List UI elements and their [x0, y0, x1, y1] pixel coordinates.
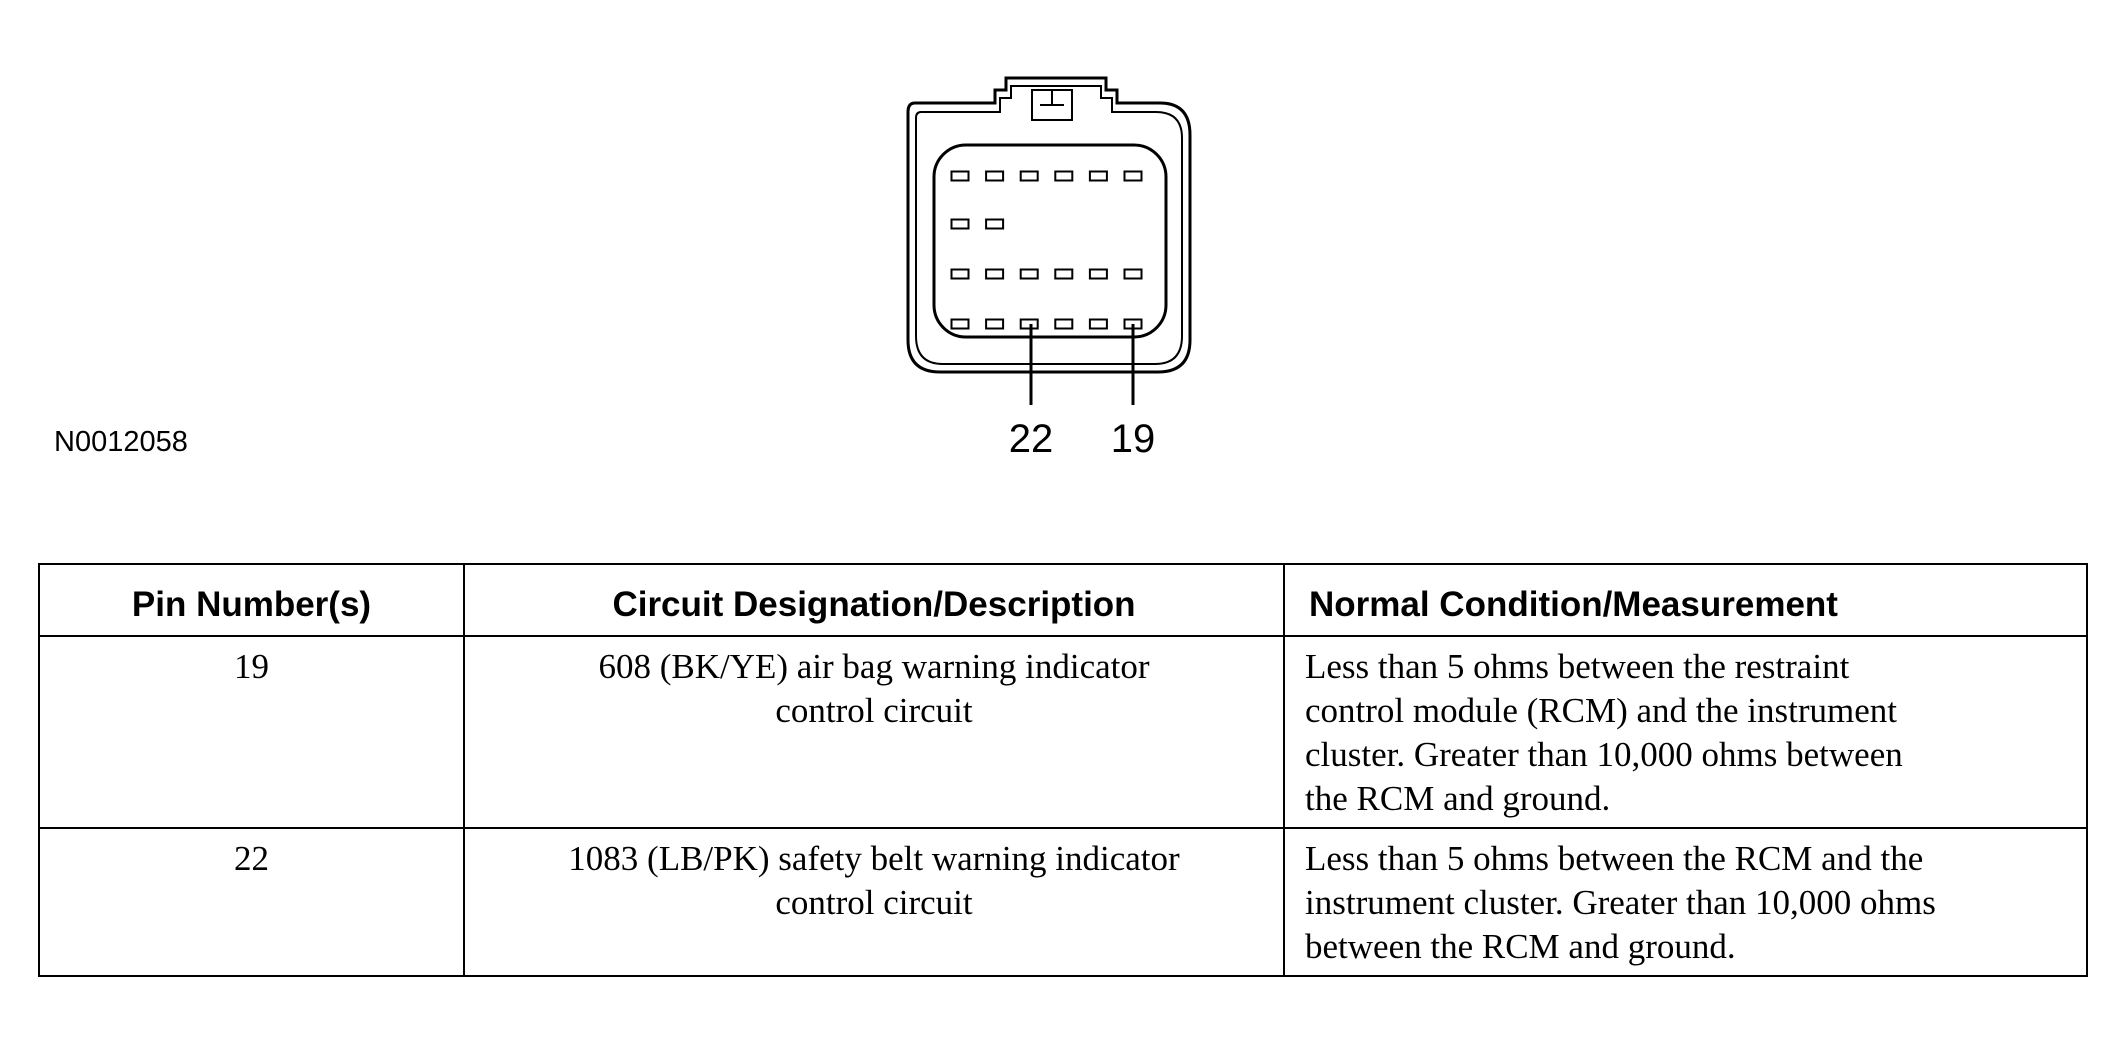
cell-description: 608 (BK/YE) air bag warning indicator co…	[463, 635, 1285, 829]
terminal-cavity	[1019, 318, 1039, 330]
table-row: 19 608 (BK/YE) air bag warning indicator…	[38, 635, 2088, 829]
cell-condition: Less than 5 ohms between the RCM and the…	[1283, 827, 2088, 977]
terminal-cavity	[985, 170, 1005, 182]
terminal-cavity	[985, 268, 1005, 280]
terminal-cavity	[950, 170, 970, 182]
terminal-cavity	[1019, 268, 1039, 280]
terminal-cavity	[1054, 318, 1074, 330]
figure-id: N0012058	[54, 426, 188, 458]
terminal-cavity	[1088, 318, 1108, 330]
terminal-cavity	[1019, 170, 1039, 182]
table-header-row: Pin Number(s) Circuit Designation/Descri…	[38, 563, 2088, 637]
terminal-cavity	[985, 318, 1005, 330]
connector-housing-inner-edge	[915, 85, 1183, 365]
terminal-cavity	[950, 218, 970, 230]
terminal-cavity	[985, 218, 1005, 230]
terminal-group	[950, 170, 1143, 330]
pin-callout-22: 22	[1008, 417, 1054, 461]
terminal-cavity	[1088, 268, 1108, 280]
terminal-cavity	[1123, 268, 1143, 280]
connector-figure: N0012058 22 19	[0, 0, 2124, 500]
description-line: control circuit	[775, 691, 973, 730]
header-pin-number: Pin Number(s)	[38, 563, 465, 637]
condition-line: between the RCM and ground.	[1305, 927, 1736, 966]
description-line: 608 (BK/YE) air bag warning indicator	[598, 647, 1150, 686]
pin-chart-table: Pin Number(s) Circuit Designation/Descri…	[38, 563, 2088, 977]
terminal-cavity	[1054, 268, 1074, 280]
terminal-cavity	[1123, 170, 1143, 182]
condition-line: control module (RCM) and the instrument	[1305, 691, 1897, 730]
condition-line: the RCM and ground.	[1305, 779, 1611, 818]
condition-line: Less than 5 ohms between the RCM and the	[1305, 839, 1924, 878]
cell-pin: 19	[38, 635, 465, 829]
cell-condition: Less than 5 ohms between the restraint c…	[1283, 635, 2088, 829]
cell-pin: 22	[38, 827, 465, 977]
terminal-cavity	[950, 318, 970, 330]
connector-housing-outline	[906, 76, 1192, 374]
terminal-cavity	[950, 268, 970, 280]
description-line: control circuit	[775, 883, 973, 922]
cell-description: 1083 (LB/PK) safety belt warning indicat…	[463, 827, 1285, 977]
condition-line: Less than 5 ohms between the restraint	[1305, 647, 1850, 686]
terminal-cavity	[1088, 170, 1108, 182]
header-circuit-description: Circuit Designation/Description	[463, 563, 1285, 637]
terminal-cavity	[1054, 170, 1074, 182]
condition-line: instrument cluster. Greater than 10,000 …	[1305, 883, 1936, 922]
description-line: 1083 (LB/PK) safety belt warning indicat…	[568, 839, 1180, 878]
connector-cavity-face	[932, 143, 1168, 339]
header-normal-condition: Normal Condition/Measurement	[1283, 563, 2088, 637]
table-row: 22 1083 (LB/PK) safety belt warning indi…	[38, 827, 2088, 977]
pin-callout-19: 19	[1110, 417, 1156, 461]
connector-face-drawing	[906, 76, 1192, 405]
condition-line: cluster. Greater than 10,000 ohms betwee…	[1305, 735, 1903, 774]
